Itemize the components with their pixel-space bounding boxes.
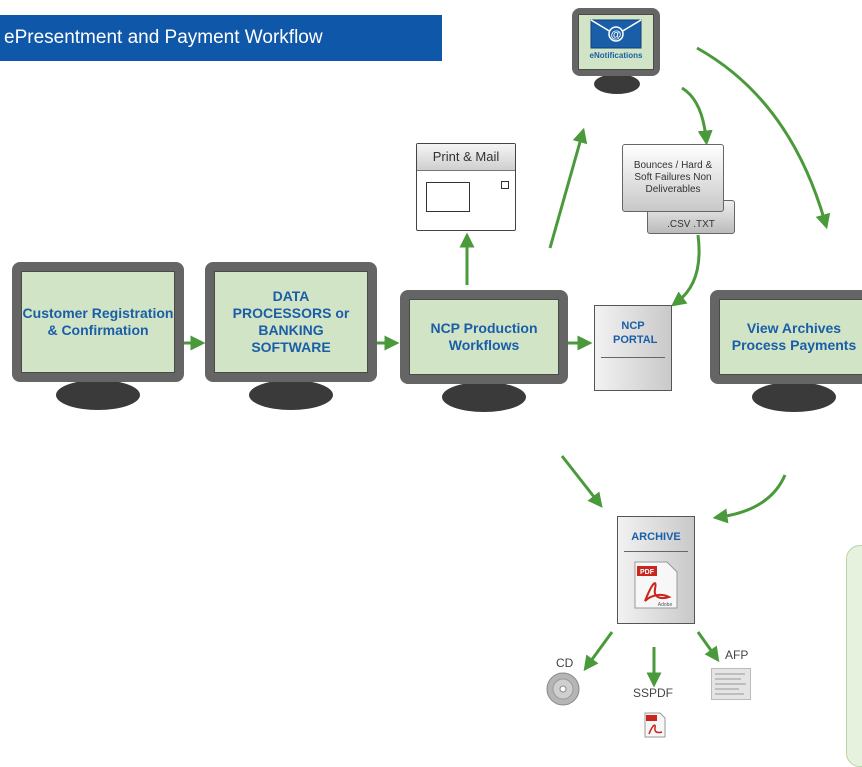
arrow-enotify-to-view [696,46,831,230]
envelope-icon: @ [590,19,642,49]
arrow-ncp-to-archive [560,455,603,508]
connector-arrows [176,46,831,688]
enotifications-label: eNotifications [589,51,643,60]
ncp-production-label: NCP Production Workflows [430,320,538,353]
ncp-portal-node: NCP PORTAL [594,305,672,391]
bounces-label: Bounces / Hard & Soft Failures Non Deliv… [633,160,713,195]
cd-icon [546,672,580,706]
data-processors-label: DATA PROCESSORS or BANKING SOFTWARE [232,288,350,355]
afp-icon [711,668,751,700]
print-mail-node: Print & Mail [416,143,516,231]
arrow-archive-to-afp [696,631,720,663]
csv-txt-label: .CSV .TXT [667,219,715,230]
view-archives-label: View Archives Process Payments [731,320,857,353]
sspdf-label: SSPDF [633,686,674,700]
bounces-node: Bounces / Hard & Soft Failures Non Deliv… [622,144,724,212]
arrow-enotify-to-bounces [681,86,713,146]
print-mail-header: Print & Mail [417,144,515,171]
arrow-view-to-archive [712,474,787,524]
archive-label: ARCHIVE [631,531,681,543]
customer-registration-node: Customer Registration & Confirmation [12,262,184,430]
ncp-portal-label: NCP PORTAL [613,320,658,346]
side-panel [846,545,862,767]
arrow-archive-to-cd [583,631,614,672]
cd-label: CD [556,656,574,670]
arrow-bounces-to-portal [670,234,701,307]
stamp-icon [501,181,509,189]
adobe-text: Adobe [658,602,673,608]
pdf-text: PDF [640,569,655,576]
ncp-production-node: NCP Production Workflows [400,290,568,430]
sspdf-icon [644,712,666,738]
data-processors-node: DATA PROCESSORS or BANKING SOFTWARE [205,262,377,430]
view-archives-node: View Archives Process Payments [710,290,862,430]
diagram-title: ePresentment and Payment Workflow [0,15,442,61]
print-mail-label: Print & Mail [432,149,500,164]
envelope-window [426,182,470,212]
svg-text:@: @ [611,29,622,41]
customer-label: Customer Registration & Confirmation [22,305,174,338]
archive-node: ARCHIVE PDF Adobe [617,516,695,624]
archive-divider [624,551,688,552]
pdf-document-icon: PDF Adobe [634,561,678,609]
enotifications-node: @ eNotifications [572,8,660,98]
arrow-ncp-to-enotify [548,127,588,249]
portal-divider [601,357,665,358]
afp-label: AFP [725,648,749,662]
